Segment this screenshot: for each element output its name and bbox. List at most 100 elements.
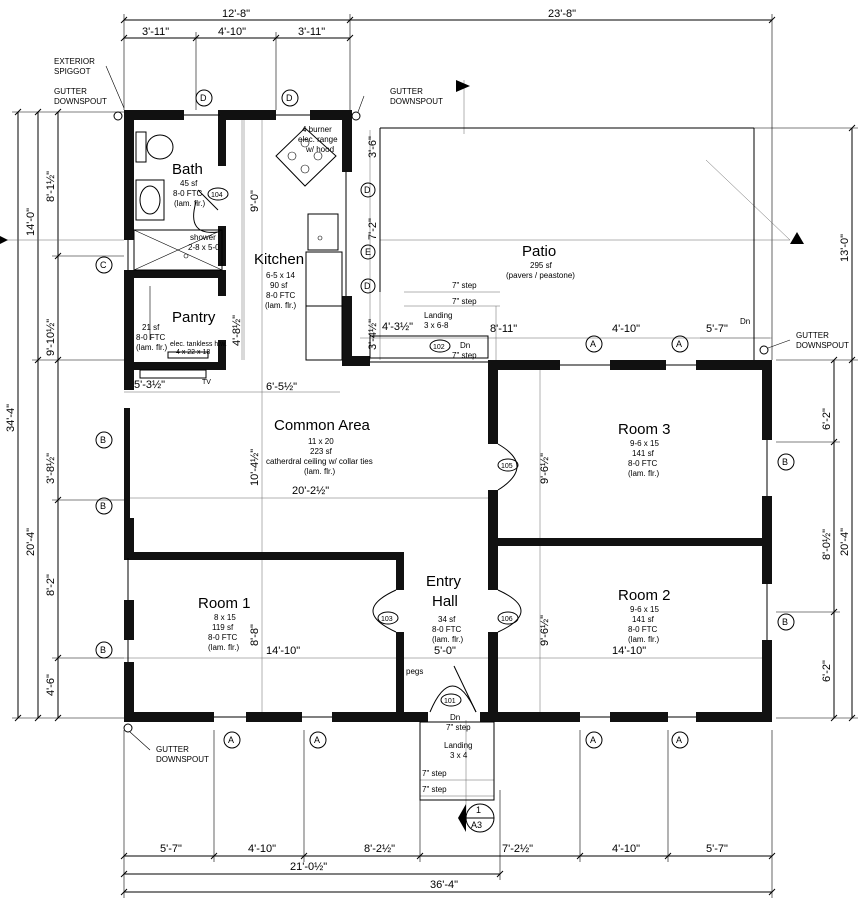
section-marker-sheet: A3 [471, 820, 482, 830]
note-tv: TV [202, 379, 211, 386]
note-exterior-spiggot-1: EXTERIOR [54, 57, 95, 66]
note-exterior-spiggot-2: SPIGGOT [54, 67, 91, 76]
dim-room1-v: 8'-8" [249, 624, 261, 646]
room-3-ftc: 8-0 FTC [628, 459, 658, 468]
room-kitchen-size: 6-5 x 14 [266, 271, 295, 280]
dim-left-c: 3'-8½" [45, 453, 57, 484]
dimension-lines-bottom [120, 730, 776, 898]
room-common-ceiling: catherdral ceiling w/ collar ties [266, 457, 373, 466]
room-1-name: Room 1 [198, 595, 251, 612]
dim-top-seg2: 4'-10" [218, 26, 246, 38]
dim-left-d: 8'-2" [45, 574, 57, 596]
room-1-size: 8 x 15 [214, 613, 236, 622]
room-2-ftc: 8-0 FTC [628, 625, 658, 634]
room-patio-area: 295 sf [530, 261, 553, 270]
note-patio-landing-size: 3 x 6-8 [424, 321, 449, 330]
dim-top-overall-right: 23'-8" [548, 8, 576, 20]
grid-marker-d-1: D [200, 93, 207, 103]
room-entry-floor: (lam. flr.) [432, 635, 463, 644]
section-marker-number: 1 [476, 805, 481, 815]
elevation-arrows [0, 80, 804, 244]
note-gutter-tl-2: DOWNSPOUT [54, 97, 107, 106]
grid-marker-d-3: D [364, 185, 371, 195]
dim-room2-v: 9'-6½" [539, 615, 551, 646]
note-gutter-r-2: DOWNSPOUT [796, 341, 849, 350]
note-pegs: pegs [406, 667, 423, 676]
room-3-area: 141 sf [632, 449, 655, 458]
grid-marker-a-3: A [590, 735, 596, 745]
room-3-name: Room 3 [618, 421, 671, 438]
grid-marker-b-2: B [100, 501, 106, 511]
note-patio-dn-right: Dn [740, 317, 750, 326]
note-gutter-tr-1: GUTTER [390, 87, 423, 96]
dim-top-seg1: 3'-11" [142, 26, 169, 38]
dim-bottom-seg3: 8'-2½" [364, 843, 395, 855]
section-marker [458, 803, 495, 833]
dim-pantry-v: 4'-8½" [231, 315, 243, 346]
room-pantry-floor: (lam. flr.) [136, 343, 167, 352]
room-pantry-area: 21 sf [142, 323, 160, 332]
door-tag-ovals [207, 187, 519, 707]
note-entry-dn: Dn [450, 713, 460, 722]
note-gutter-r-1: GUTTER [796, 331, 829, 340]
room-patio-floor: (pavers / peastone) [506, 271, 575, 280]
bath-fixtures [133, 131, 223, 271]
dim-right-lower: 20'-4" [839, 528, 851, 556]
grid-marker-b-1: B [100, 435, 106, 445]
grid-marker-a-4: A [676, 735, 682, 745]
room-pantry-ftc: 8-0 FTC [136, 333, 166, 342]
room-1-floor: (lam. flr.) [208, 643, 239, 652]
note-patio-step-2: 7" step [452, 297, 477, 306]
room-common-name: Common Area [274, 417, 371, 434]
note-entry-step-3: 7" step [422, 785, 447, 794]
note-patio-landing: Landing [424, 311, 452, 320]
dim-room1-h: 14'-10" [266, 645, 300, 657]
door-tag-102: 102 [433, 344, 445, 351]
grid-marker-b-4: B [782, 457, 788, 467]
dim-room2-h: 14'-10" [612, 645, 646, 657]
grid-marker-e: E [365, 247, 371, 257]
room-entry-area: 34 sf [438, 615, 456, 624]
note-gutter-tr-2: DOWNSPOUT [390, 97, 443, 106]
dim-right-upper: 13'-0" [839, 234, 851, 262]
dim-common-v: 10'-4½" [249, 449, 261, 486]
dim-patio-h2: 8'-11" [490, 323, 517, 335]
grid-marker-c: C [100, 260, 107, 270]
dim-patio-v3: 3'-4½" [367, 319, 379, 350]
dim-patio-v1: 3'-6" [367, 136, 379, 158]
room-common-size: 11 x 20 [308, 437, 334, 446]
room-2-name: Room 2 [618, 587, 671, 604]
dim-top-seg3: 3'-11" [298, 26, 325, 38]
dim-kitchen-h: 6'-5½" [266, 381, 297, 393]
dim-patio-h4: 5'-7" [706, 323, 728, 335]
note-range-1: 4 burner [302, 125, 332, 134]
door-swings [193, 189, 522, 801]
dim-left-b: 9'-10½" [45, 319, 57, 356]
dim-bottom-seg2: 4'-10" [248, 843, 276, 855]
note-patio-step-3: 7" step [452, 351, 477, 360]
grid-marker-a-5: A [590, 339, 596, 349]
dim-left-upper: 14'-0" [25, 208, 37, 236]
room-entry-name-1: Entry [426, 573, 462, 590]
door-tag-105: 105 [501, 463, 513, 470]
dim-patio-h3: 4'-10" [612, 323, 640, 335]
note-water-heater-2: 4 x 22 x 18 [176, 349, 210, 356]
dim-bottom-seg6: 5'-7" [706, 843, 728, 855]
room-patio-name: Patio [522, 243, 556, 260]
dim-pantry-h: 5'-3½" [134, 379, 165, 391]
note-water-heater-1: elec. tankless h.w. [170, 341, 227, 348]
door-tag-104: 104 [211, 192, 223, 199]
room-common-floor: (lam. flr.) [304, 467, 335, 476]
dim-bottom-overall: 36'-4" [430, 879, 458, 891]
window-openings [127, 114, 768, 718]
note-entry-step-1: 7" step [446, 723, 471, 732]
dim-left-overall: 34'-4" [5, 404, 17, 432]
arrow-marker-top [456, 80, 470, 92]
grid-marker-a-2: A [314, 735, 320, 745]
dim-left-a: 8'-1½" [45, 171, 57, 202]
room-1-ftc: 8-0 FTC [208, 633, 238, 642]
note-entry-step-2: 7" step [422, 769, 447, 778]
grid-marker-circles [95, 89, 795, 749]
kitchen-fixtures [275, 127, 343, 361]
